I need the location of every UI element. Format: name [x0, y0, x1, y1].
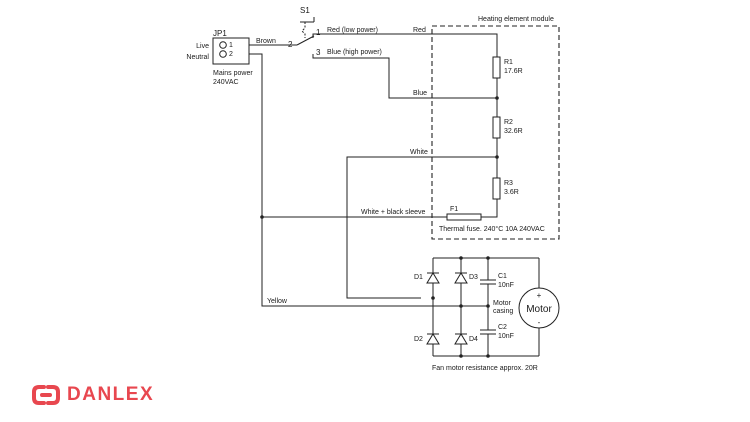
- diode-d1: [426, 272, 440, 284]
- junction-dot: [459, 354, 463, 358]
- wire-red-low-label: Red (low power): [327, 27, 378, 34]
- r3-value: 3.6R: [504, 189, 519, 196]
- mains-caption-1: Mains power: [213, 70, 253, 77]
- junction-dot: [486, 354, 490, 358]
- resistor-r1: [492, 56, 501, 79]
- diode-d4: [454, 333, 468, 345]
- mains-caption-2: 240VAC: [213, 79, 239, 86]
- motor-casing-label-2: casing: [493, 308, 513, 315]
- d2-label: D2: [414, 336, 423, 343]
- wire-white: [346, 156, 497, 299]
- junction-dot: [495, 96, 499, 100]
- motor-label: Motor: [526, 304, 552, 315]
- brand-name: DANLEX: [67, 384, 155, 405]
- cap-gap: [480, 280, 496, 284]
- c2-ref: C2: [498, 324, 507, 331]
- motor-minus: -: [538, 318, 541, 327]
- module-title: Heating element module: [478, 16, 554, 23]
- wire-red-label: Red: [413, 27, 426, 34]
- wire-r3-fuse: [481, 199, 498, 218]
- thermal-fuse-f1: [446, 213, 482, 221]
- c1-value: 10nF: [498, 282, 514, 289]
- c2-value: 10nF: [498, 333, 514, 340]
- r1-ref: R1: [504, 59, 513, 66]
- heating-element-module: Heating element module R1 17.6R R2 32.6R…: [431, 16, 560, 240]
- fan-caption: Fan motor resistance approx. 20R: [432, 365, 538, 372]
- connector-ref: JP1: [213, 29, 227, 38]
- resistor-r3: [492, 177, 501, 200]
- wire-blue-high-label: Blue (high power): [327, 49, 382, 56]
- fan-motor: [518, 287, 560, 329]
- diode-d2: [426, 333, 440, 345]
- wire-white-label: White: [410, 149, 428, 156]
- cap-gap: [480, 330, 496, 334]
- wire-red: [312, 33, 498, 57]
- motor-casing-label-1: Motor: [493, 300, 512, 307]
- c1-ref: C1: [498, 273, 507, 280]
- switch-s1: S1 2 1 3: [288, 6, 321, 58]
- junction-dot: [431, 296, 435, 300]
- resistor-r2: [492, 116, 501, 139]
- module-boundary: [431, 25, 560, 240]
- motor-plus: +: [537, 291, 542, 300]
- connector-pin-1: [219, 41, 227, 49]
- danlex-logo-icon: [32, 385, 60, 405]
- fan-motor-circuit: D1 D3 D2 D4 C1 10nF C2 10nF Motor casing…: [414, 256, 560, 372]
- fuse-ref: F1: [450, 206, 458, 213]
- live-label: Live: [196, 43, 209, 50]
- r3-ref: R3: [504, 180, 513, 187]
- brand-logo: DANLEX: [31, 384, 154, 406]
- switch-linkage: [301, 22, 306, 38]
- wire-yellow-label: Yellow: [267, 298, 288, 305]
- fuse-caption: Thermal fuse. 240°C 10A 240VAC: [439, 225, 545, 233]
- wiring: Brown Red (low power) Red Blue (high pow…: [249, 27, 499, 307]
- junction-dot: [486, 256, 490, 260]
- switch-pin3-label: 3: [316, 48, 321, 57]
- junction-dot: [459, 256, 463, 260]
- connector-body: [212, 37, 250, 65]
- wire-blue-label: Blue: [413, 90, 427, 97]
- wire-white-black-label: White + black sleeve: [361, 209, 425, 216]
- d3-label: D3: [469, 274, 478, 281]
- d1-label: D1: [414, 274, 423, 281]
- wire-neutral: [249, 53, 447, 218]
- r2-value: 32.6R: [504, 128, 523, 135]
- connector-jp1: JP1 1 2 Live Neutral Mains power 240VAC: [186, 29, 253, 86]
- diode-d3: [454, 272, 468, 284]
- d4-label: D4: [469, 336, 478, 343]
- r1-value: 17.6R: [504, 68, 523, 75]
- neutral-label: Neutral: [186, 54, 209, 61]
- wire-blue: [312, 56, 497, 99]
- switch-pin1-label: 1: [316, 28, 321, 37]
- switch-blade: [296, 35, 315, 46]
- connector-pin2-label: 2: [229, 51, 233, 58]
- junction-dot: [459, 304, 463, 308]
- connector-pin-2: [219, 50, 227, 58]
- switch-ref: S1: [300, 6, 310, 15]
- connector-pin1-label: 1: [229, 42, 233, 49]
- wire-yellow: [261, 217, 488, 307]
- junction-dot: [486, 304, 490, 308]
- wire-brown-label: Brown: [256, 38, 276, 45]
- r2-ref: R2: [504, 119, 513, 126]
